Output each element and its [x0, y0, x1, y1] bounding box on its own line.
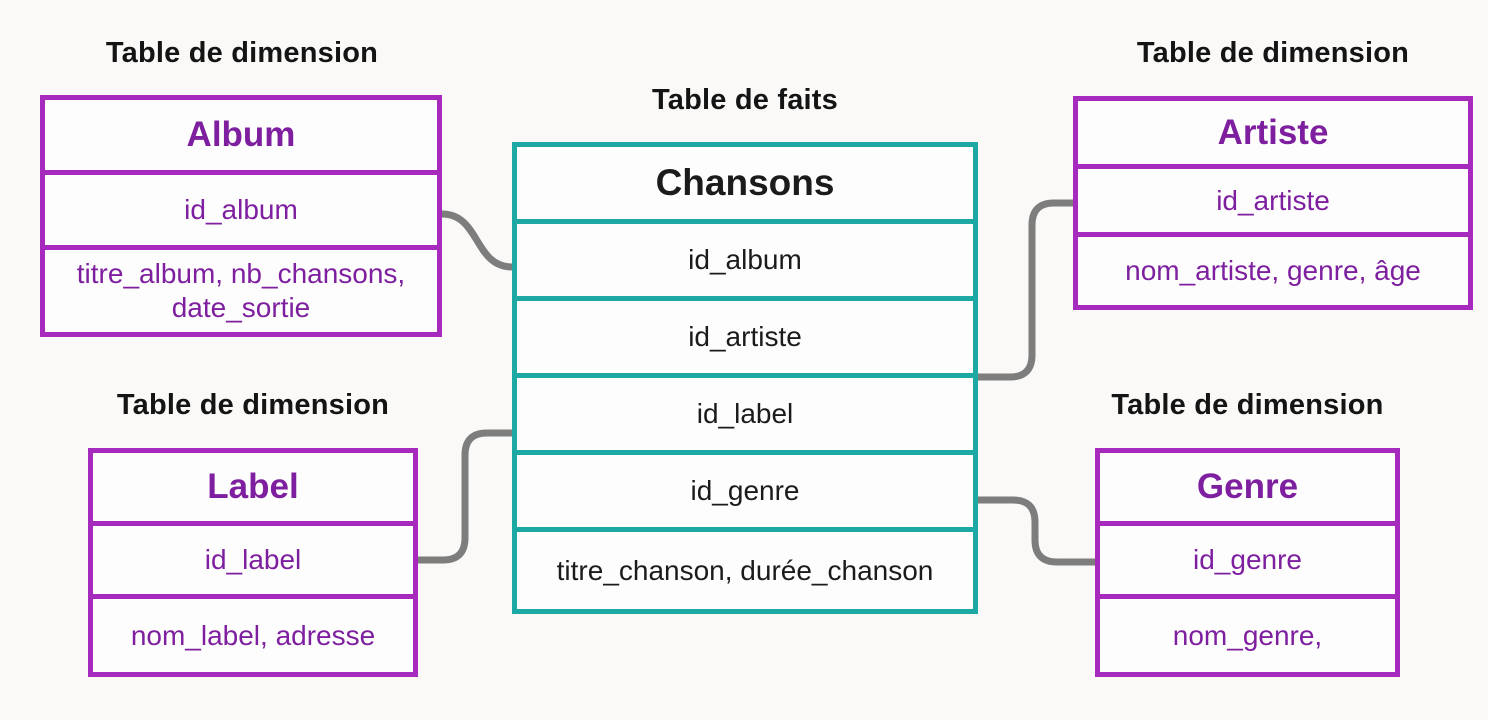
- table-key-id-label: id_label: [517, 378, 973, 455]
- table-attributes: titre_album, nb_chansons, date_sortie: [76, 258, 406, 323]
- section-title-dimension-bottom-right: Table de dimension: [1111, 389, 1384, 421]
- table-key: id_genre: [1100, 526, 1395, 599]
- table-key-id-artiste: id_artiste: [517, 301, 973, 378]
- connector-artiste-fact: [978, 199, 1073, 381]
- table-name: Artiste: [1078, 101, 1468, 169]
- connector-label-fact: [418, 429, 512, 564]
- table-name: Label: [93, 453, 413, 526]
- table-attributes: nom_genre,: [1172, 619, 1323, 651]
- table-name: Genre: [1100, 453, 1395, 526]
- dimension-table-genre: Genre id_genre nom_genre,: [1095, 448, 1400, 677]
- dimension-table-artiste: Artiste id_artiste nom_artiste, genre, â…: [1073, 96, 1473, 310]
- table-key: id_artiste: [1078, 169, 1468, 237]
- fact-table-chansons: Chansons id_album id_artiste id_label id…: [512, 142, 978, 614]
- table-attributes: nom_artiste, genre, âge: [1125, 255, 1421, 286]
- section-title-dimension-bottom-left: Table de dimension: [116, 389, 390, 421]
- connector-genre-fact: [978, 496, 1095, 566]
- table-key-id-album: id_album: [517, 224, 973, 301]
- table-attributes: titre_chanson, durée_chanson: [556, 554, 934, 586]
- section-title-fact: Table de faits: [652, 84, 838, 116]
- dimension-table-label: Label id_label nom_label, adresse: [88, 448, 418, 677]
- section-title-dimension-top-right: Table de dimension: [1136, 37, 1410, 69]
- table-name: Album: [45, 100, 437, 175]
- table-attributes: nom_label, adresse: [130, 619, 376, 651]
- table-name: Chansons: [517, 147, 973, 224]
- table-key-id-genre: id_genre: [517, 455, 973, 532]
- connector-album-fact: [441, 210, 513, 271]
- table-key: id_label: [93, 526, 413, 599]
- table-key: id_album: [45, 175, 437, 250]
- dimension-table-album: Album id_album titre_album, nb_chansons,…: [40, 95, 442, 337]
- section-title-dimension-top-left: Table de dimension: [105, 37, 379, 69]
